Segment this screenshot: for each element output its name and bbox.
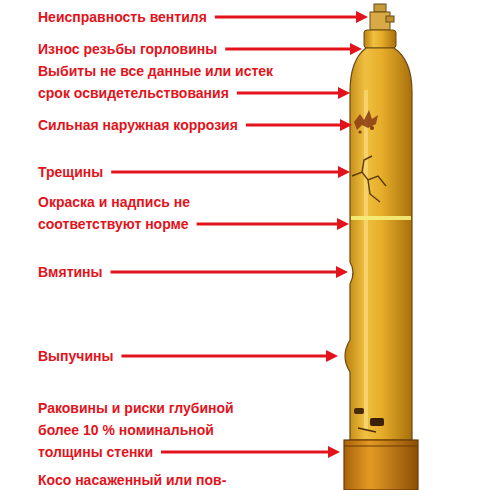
highlight — [364, 90, 368, 430]
arrowhead — [337, 218, 349, 230]
defect-label: Сильная наружная коррозия — [38, 114, 338, 136]
label-text: Выпучины — [38, 348, 113, 364]
corrosion-spot — [370, 126, 374, 130]
valve-cap — [374, 4, 386, 12]
arrowhead — [328, 446, 340, 458]
cylinder-shoe — [344, 440, 418, 490]
label-text: Окраска и надпись не соответствуют норме — [38, 194, 190, 232]
arrowhead — [356, 11, 368, 23]
label-text: Трещины — [38, 164, 103, 180]
defect-label: Выпучины — [38, 345, 338, 367]
marking-band — [351, 216, 411, 220]
label-text: Косо насаженный или пов- — [38, 472, 226, 488]
arrowhead — [336, 266, 348, 278]
pit — [370, 418, 384, 426]
leader-line — [197, 223, 340, 226]
arrowhead — [340, 119, 352, 131]
defect-label: Косо насаженный или пов- — [38, 472, 338, 488]
defect-label: Окраска и надпись не соответствуют норме — [38, 191, 253, 235]
arrowhead — [326, 350, 338, 362]
corrosion-spot — [358, 130, 361, 133]
arrowhead — [338, 87, 350, 99]
shoe-rim — [344, 446, 418, 447]
leader-line — [111, 271, 339, 274]
label-text: Выбиты не все данные или истек срок осви… — [38, 63, 273, 101]
defect-label: Износ резьбы горловины — [38, 38, 338, 60]
corrosion — [354, 110, 378, 130]
defect-label: Выбиты не все данные или истек срок осви… — [38, 60, 288, 104]
label-text: Сильная наружная коррозия — [38, 117, 238, 133]
leader-line — [215, 16, 359, 19]
label-text: Вмятины — [38, 264, 103, 280]
defect-label: Неисправность вентиля — [38, 6, 338, 28]
leader-line — [121, 355, 329, 358]
defect-label: Вмятины — [38, 261, 338, 283]
arrowhead — [350, 43, 362, 55]
valve-outlet — [386, 16, 394, 22]
pit — [354, 408, 364, 414]
arrowhead — [338, 166, 350, 178]
leader-line — [161, 451, 331, 454]
leader-line — [237, 92, 341, 95]
label-text: Неисправность вентиля — [38, 9, 207, 25]
scratch — [358, 428, 376, 432]
leader-line — [246, 124, 343, 127]
label-text: Износ резьбы горловины — [38, 41, 217, 57]
leader-line — [225, 48, 353, 51]
neck-ring — [364, 30, 396, 48]
leader-line — [111, 171, 341, 174]
defect-label: Раковины и риски глубиной более 10 % ном… — [38, 397, 268, 463]
label-text: Раковины и риски глубиной более 10 % ном… — [38, 400, 234, 460]
cylinder-body — [345, 48, 412, 440]
cracks — [352, 156, 386, 202]
defect-label: Трещины — [38, 161, 338, 183]
